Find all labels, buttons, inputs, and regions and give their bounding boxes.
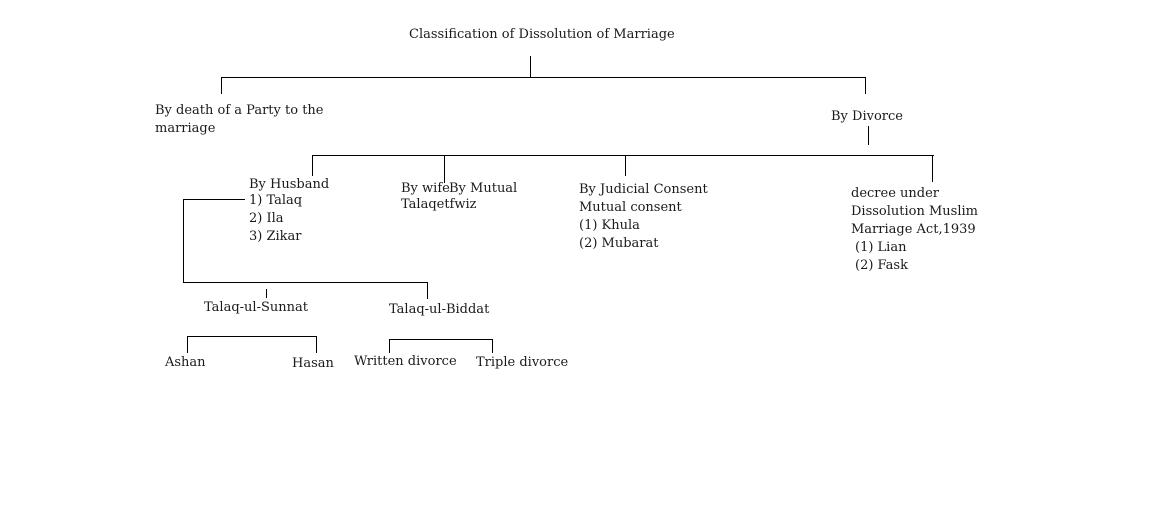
node-judicial-detail: Mutual consent xyxy=(579,200,682,215)
connector-root-stem xyxy=(530,56,531,78)
connector-written-drop xyxy=(389,339,390,353)
node-ashan: Ashan xyxy=(165,355,206,370)
connector-level1-bar xyxy=(221,77,866,78)
connector-triple-drop xyxy=(492,339,493,353)
node-sunnat: Talaq-ul-Sunnat xyxy=(204,300,308,315)
connector-level3-bar xyxy=(183,282,428,283)
node-decree-line1: decree under xyxy=(851,186,940,201)
node-judicial-item-2: (2) Mubarat xyxy=(579,236,659,251)
connector-talaq-stem xyxy=(183,199,184,283)
node-death-line2: marriage xyxy=(155,121,216,136)
connector-husband-drop xyxy=(312,155,313,176)
connector-divorce-drop xyxy=(865,77,866,94)
connector-wife-drop xyxy=(444,155,445,183)
connector-sunnat-bar xyxy=(187,336,316,337)
node-husband-item-1: 1) Talaq xyxy=(249,193,303,208)
node-wife: By wife xyxy=(401,181,450,196)
node-mutual: By Mutual xyxy=(449,181,518,196)
node-triple: Triple divorce xyxy=(476,355,569,370)
node-decree-line2: Dissolution Muslim xyxy=(851,204,978,219)
node-judicial-item-1: (1) Khula xyxy=(579,218,640,233)
node-divorce: By Divorce xyxy=(831,109,903,124)
connector-ashan-drop xyxy=(187,336,188,353)
diagram-title: Classification of Dissolution of Marriag… xyxy=(409,27,675,42)
node-decree-line3: Marriage Act,1939 xyxy=(851,222,976,237)
connector-hasan-drop xyxy=(316,336,317,353)
connector-judicial-drop xyxy=(625,155,626,176)
node-hasan: Hasan xyxy=(292,356,334,371)
connector-decree-drop xyxy=(932,155,933,182)
node-biddat: Talaq-ul-Biddat xyxy=(389,302,490,317)
node-husband-item-3: 3) Zikar xyxy=(249,229,302,244)
connector-biddat-bar xyxy=(389,339,492,340)
connector-death-drop xyxy=(221,77,222,94)
node-written: Written divorce xyxy=(354,354,457,369)
connector-divorce-stem xyxy=(868,126,869,145)
connector-level2-bar xyxy=(312,155,934,156)
node-decree-item-1: (1) Lian xyxy=(855,240,907,255)
node-death-line1: By death of a Party to the xyxy=(155,103,324,118)
connector-talaq-hook xyxy=(183,199,245,200)
node-wife-detail: Talaqetfwiz xyxy=(401,197,477,212)
node-judicial: By Judicial Consent xyxy=(579,182,708,197)
node-husband: By Husband xyxy=(249,177,330,192)
connector-biddat-drop xyxy=(427,282,428,299)
connector-sunnat-drop xyxy=(266,289,267,298)
node-decree-item-2: (2) Fask xyxy=(855,258,908,273)
node-husband-item-2: 2) Ila xyxy=(249,211,284,226)
